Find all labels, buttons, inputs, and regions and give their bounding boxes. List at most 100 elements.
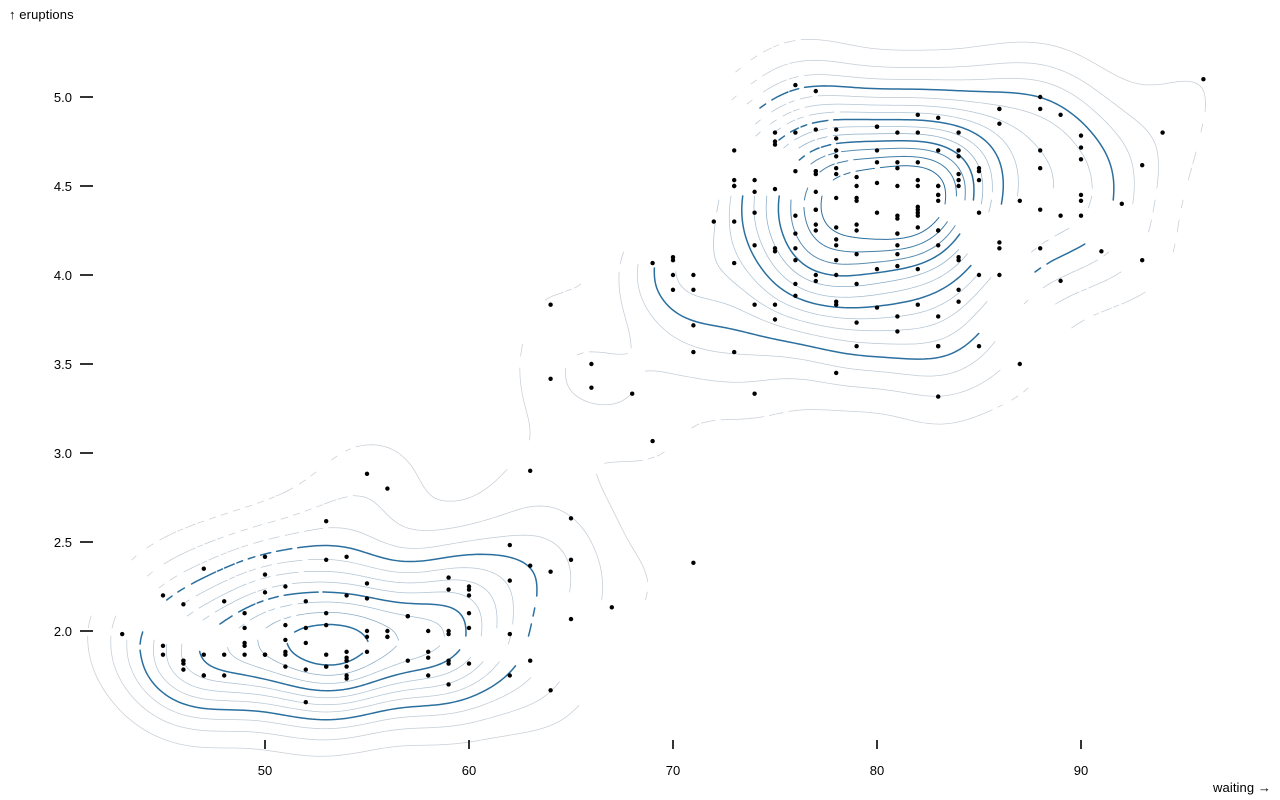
density-contour-line <box>198 649 461 692</box>
density-contour-line <box>201 560 208 564</box>
data-point <box>915 160 920 165</box>
density-contour-line <box>776 63 788 69</box>
data-point <box>1058 112 1063 118</box>
density-contour-line <box>1062 295 1071 301</box>
density-contour-line <box>139 631 144 645</box>
data-point <box>466 661 472 666</box>
data-point <box>201 566 206 571</box>
density-contour-line <box>778 135 786 141</box>
density-contour-line <box>257 639 397 676</box>
data-point <box>324 518 329 524</box>
data-point <box>956 299 961 304</box>
data-point <box>793 281 798 287</box>
data-point <box>854 174 859 180</box>
data-point <box>895 160 900 165</box>
data-point <box>222 599 227 604</box>
density-contour-line <box>1148 219 1152 233</box>
data-point <box>956 258 961 263</box>
density-contour-line <box>285 487 294 493</box>
density-contour-line <box>1106 275 1115 281</box>
density-contour-line <box>1187 167 1193 181</box>
data-point <box>854 344 859 349</box>
data-point <box>1140 162 1145 168</box>
data-point <box>691 349 696 355</box>
data-point <box>936 243 941 248</box>
data-point <box>1038 94 1043 100</box>
data-point <box>732 177 737 183</box>
density-contour-line <box>519 367 531 441</box>
data-point <box>772 142 778 147</box>
density-contour-line <box>879 165 947 205</box>
density-contour-line <box>271 619 281 625</box>
density-contour-line <box>190 579 200 585</box>
density-contour-line <box>853 155 957 197</box>
density-contour-line <box>832 118 1005 205</box>
density-contour-line <box>753 195 968 298</box>
data-point <box>732 219 737 224</box>
density-contour-line <box>220 512 228 516</box>
density-contour-line <box>741 195 972 309</box>
data-point <box>772 186 778 192</box>
data-point <box>1078 157 1084 162</box>
data-point <box>283 649 288 655</box>
data-point <box>1078 133 1084 138</box>
density-contour-line <box>195 591 204 597</box>
density-contour-line <box>755 131 761 137</box>
density-contour-line <box>1200 123 1204 133</box>
density-contour-line <box>110 635 560 741</box>
density-contour-line <box>259 551 272 556</box>
density-contour-line <box>158 583 165 589</box>
density-contour-line <box>1176 219 1180 233</box>
density-contour-line <box>260 576 271 580</box>
data-point <box>630 391 635 396</box>
data-point <box>874 148 880 153</box>
data-point <box>915 177 920 183</box>
density-contour-line <box>219 619 227 625</box>
data-point <box>732 183 737 189</box>
data-point <box>793 231 798 236</box>
data-point <box>568 516 574 521</box>
data-point <box>997 106 1002 112</box>
data-point <box>793 293 798 299</box>
density-contour-line <box>245 504 253 508</box>
density-contour-line <box>324 499 336 505</box>
data-point <box>793 130 798 135</box>
density-contour-line <box>776 79 787 85</box>
density-contour-line <box>746 99 753 105</box>
density-contour-line <box>265 623 273 629</box>
density-contour-line <box>1023 299 1029 305</box>
data-point <box>915 112 920 118</box>
data-point <box>936 192 941 198</box>
data-point <box>262 590 268 595</box>
data-point <box>201 673 206 678</box>
density-contour-line <box>762 71 770 77</box>
density-contour-line <box>216 568 224 572</box>
density-contour-line <box>759 103 767 109</box>
data-point <box>324 664 329 669</box>
density-contour-line <box>277 559 303 564</box>
density-contour-line <box>803 187 809 201</box>
data-point <box>772 130 778 135</box>
data-point <box>732 349 737 355</box>
data-point <box>793 213 798 218</box>
density-contour-line <box>798 155 806 161</box>
data-point <box>752 302 757 307</box>
data-point <box>650 438 655 444</box>
data-point <box>895 263 900 269</box>
density-contour-line <box>227 547 240 553</box>
density-contour-line <box>228 532 236 536</box>
data-point <box>997 272 1002 278</box>
data-point <box>895 251 900 257</box>
data-point <box>1078 213 1084 218</box>
data-point <box>181 661 186 666</box>
density-contour-line <box>778 91 789 97</box>
data-point <box>446 587 451 592</box>
density-contour-line <box>800 39 1206 113</box>
density-contour-line <box>716 199 720 213</box>
data-point <box>834 171 839 177</box>
density-contour-line <box>337 496 348 500</box>
density-contour-line <box>832 126 993 193</box>
density-contour-line <box>797 116 804 120</box>
data-point <box>548 376 553 381</box>
density-contour-line <box>544 295 554 301</box>
